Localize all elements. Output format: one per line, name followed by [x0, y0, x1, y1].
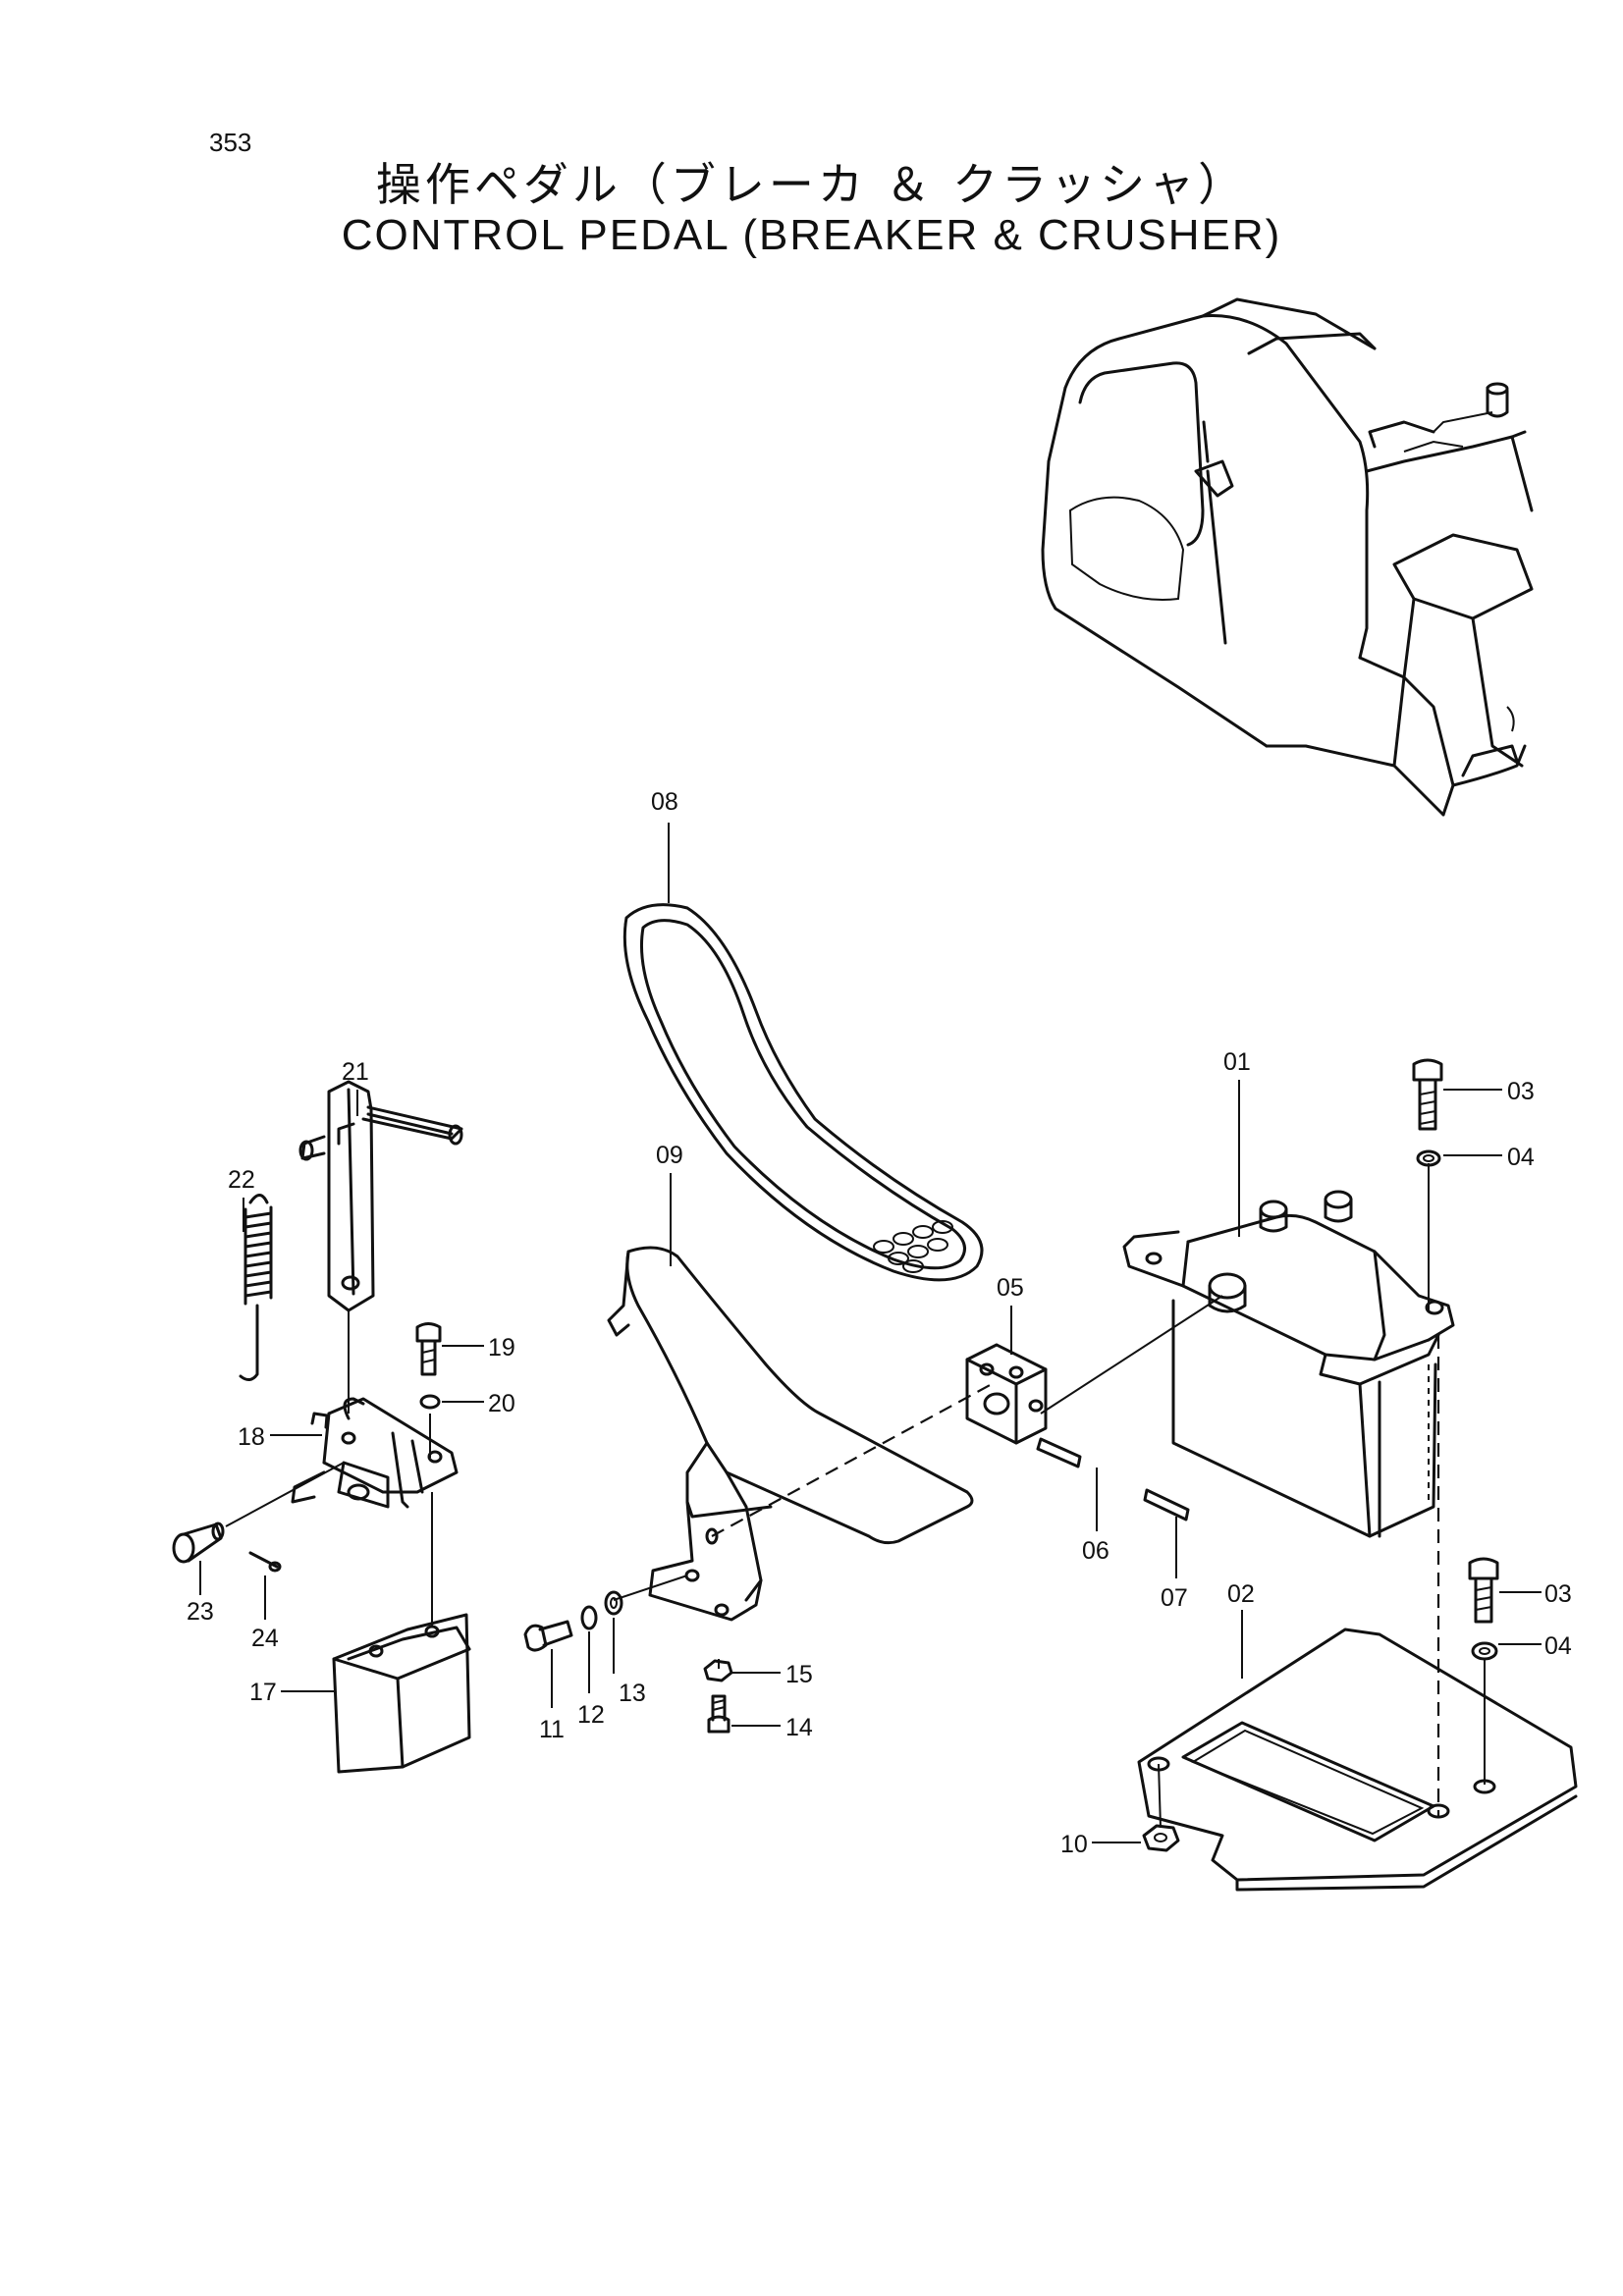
label-06: 06	[1082, 1537, 1109, 1565]
label-10: 10	[1060, 1831, 1088, 1858]
part-labels: 08 01 03 04 09 05 06 07 02 03 04 10 11 1…	[187, 788, 1572, 1858]
part-17-stopper-block	[332, 1613, 471, 1774]
title-japanese: 操作ペダル（ブレーカ ＆ クラッシャ）	[375, 158, 1248, 211]
label-24: 24	[251, 1625, 279, 1652]
label-03a: 03	[1507, 1078, 1535, 1105]
label-04b: 04	[1544, 1632, 1572, 1660]
label-15: 15	[785, 1661, 813, 1688]
label-07: 07	[1161, 1584, 1188, 1612]
label-09: 09	[656, 1142, 683, 1169]
part-04-washer-lower	[1471, 1641, 1498, 1661]
connection-lines	[225, 1163, 1486, 1829]
part-24-cotter-pin	[248, 1551, 282, 1573]
part-10-nut	[1142, 1824, 1180, 1852]
label-14: 14	[785, 1714, 813, 1741]
part-19-bolt	[415, 1322, 442, 1376]
part-18-bracket	[291, 1397, 459, 1509]
part-11-bolt	[523, 1620, 573, 1652]
label-12: 12	[577, 1701, 605, 1729]
label-05: 05	[997, 1274, 1024, 1302]
excavator-cab-illustration	[1041, 297, 1534, 817]
label-21: 21	[342, 1058, 369, 1086]
part-02-base-plate	[1137, 1628, 1578, 1892]
leader-lines	[199, 823, 1542, 1843]
label-18: 18	[238, 1423, 265, 1451]
part-22-spring	[239, 1194, 273, 1381]
label-03b: 03	[1544, 1580, 1572, 1608]
label-22: 22	[228, 1166, 255, 1194]
part-05-adapter-block	[965, 1343, 1048, 1445]
label-13: 13	[619, 1680, 646, 1707]
label-02: 02	[1227, 1580, 1255, 1608]
part-08-pedal-cover	[622, 903, 984, 1282]
label-17: 17	[249, 1679, 277, 1706]
page-number: 353	[209, 128, 252, 157]
part-01-pilot-valve	[1122, 1190, 1455, 1538]
part-09-pedal	[607, 1246, 974, 1622]
title-english: CONTROL PEDAL (BREAKER & CRUSHER)	[341, 211, 1282, 259]
part-12-spring-washer	[580, 1605, 598, 1630]
label-11: 11	[539, 1716, 565, 1743]
part-13-washer	[604, 1590, 623, 1616]
label-08: 08	[651, 788, 678, 816]
part-04-washer-upper	[1416, 1149, 1441, 1167]
part-03-bolt-lower	[1468, 1557, 1499, 1624]
label-19: 19	[488, 1334, 515, 1362]
part-06-pin	[1036, 1437, 1082, 1468]
part-21-lever	[298, 1080, 463, 1312]
label-23: 23	[187, 1598, 214, 1626]
label-01: 01	[1223, 1048, 1251, 1076]
part-23-pin	[172, 1522, 225, 1564]
part-07-pin	[1143, 1488, 1190, 1522]
label-04a: 04	[1507, 1144, 1535, 1171]
part-20-washer	[419, 1394, 441, 1410]
label-20: 20	[488, 1390, 515, 1417]
part-03-bolt-upper	[1412, 1058, 1443, 1131]
part-14-bolt	[707, 1694, 730, 1734]
